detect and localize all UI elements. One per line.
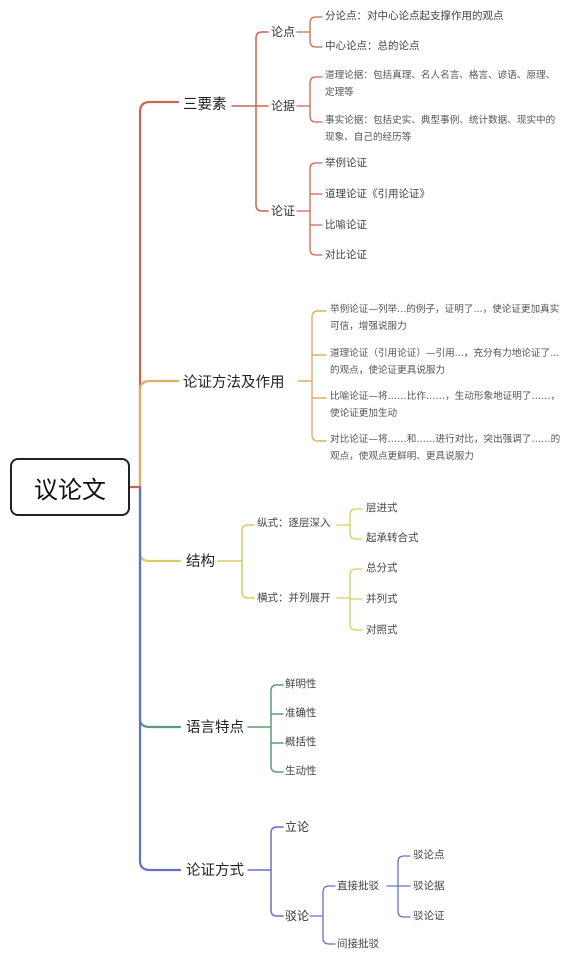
- leaf-sub-argument: 分论点：对中心论点起支撑作用的观点: [325, 10, 504, 22]
- branch-methods: 论证方法及作用: [183, 375, 285, 391]
- leaf-distinct: 鲜明性: [285, 678, 317, 690]
- node-argumentation: 论证: [271, 204, 296, 218]
- leaf-refute-reasoning: 驳论证: [413, 910, 445, 922]
- leaf-method-example: 举例论证—列举...的例子，证明了...，使论证更加真实可信，增强说服力: [330, 304, 560, 332]
- node-vertical-structure: 纵式：逐层深入: [257, 517, 331, 529]
- trunk-to-methods: [138, 379, 180, 489]
- connector-structure: [217, 524, 255, 599]
- leaf-qicheng: 起承转合式: [366, 532, 419, 544]
- root-node: 议论文: [10, 458, 130, 516]
- branch-language: 语言特点: [186, 720, 244, 736]
- connector-three-elements: [231, 31, 269, 212]
- trunk-to-language: [138, 485, 182, 729]
- leaf-method-contrast: 对比论证—将……和……进行对比，突出强调了……的观点，使观点更鲜明、更具说服力: [330, 434, 561, 462]
- leaf-refute-point: 驳论点: [413, 849, 445, 861]
- leaf-reasoning-evidence: 道理论据：包括真理、名人名言、格言、谚语、原理、定理等: [325, 70, 556, 98]
- connector-refute: [309, 885, 336, 945]
- node-direct-refute: 直接批驳: [337, 880, 379, 892]
- leaf-method-reasoning: 道理论证（引用论证）—引用...，充分有力地论证了...的观点，使论证更具说服力: [330, 348, 560, 376]
- leaf-central-argument: 中心论点：总的论点: [325, 40, 420, 52]
- leaf-refute-evidence: 驳论据: [413, 880, 445, 892]
- branch-argument-modes: 论证方式: [186, 863, 244, 879]
- node-horizontal-structure: 横式：并列展开: [257, 592, 331, 604]
- leaf-vivid: 生动性: [285, 765, 317, 777]
- node-establish: 立论: [285, 820, 310, 834]
- node-evidence: 论据: [271, 99, 296, 113]
- connector-argumentation: [296, 162, 323, 256]
- connector-direct: [386, 855, 411, 918]
- trunk-to-three-elements: [128, 100, 180, 489]
- leaf-factual-evidence: 事实论据：包括史实、典型事例、统计数据、现实中的现象、自己的经历等: [325, 115, 556, 143]
- node-refute: 驳论: [285, 909, 310, 923]
- leaf-concise: 概括性: [285, 736, 317, 748]
- branch-structure: 结构: [186, 554, 215, 570]
- connector-evidence: [296, 76, 323, 123]
- trunk-to-modes: [138, 485, 182, 872]
- connector-horizontal: [336, 568, 363, 631]
- connector-argument-point: [296, 16, 323, 48]
- trunk-to-structure: [138, 485, 182, 563]
- leaf-method-metaphor: 比喻论证—将……比作……，生动形象地证明了……，使论证更加生动: [330, 391, 561, 419]
- connector-methods: [297, 310, 327, 442]
- leaf-reasoning-argument: 道理论证《引用论证》: [325, 188, 430, 200]
- connector-modes: [247, 826, 284, 917]
- node-indirect-refute: 间接批驳: [337, 938, 379, 950]
- branch-three-elements: 三要素: [183, 97, 227, 113]
- leaf-progressive: 层进式: [366, 502, 398, 514]
- leaf-parallel: 并列式: [366, 593, 398, 605]
- leaf-example-argument: 举例论证: [325, 157, 367, 169]
- connector-language: [247, 684, 284, 773]
- leaf-contrast-argument: 对比论证: [325, 249, 367, 261]
- leaf-accurate: 准确性: [285, 707, 317, 719]
- leaf-metaphor-argument: 比喻论证: [325, 219, 367, 231]
- connector-vertical: [336, 508, 363, 540]
- node-argument-point: 论点: [271, 25, 296, 39]
- leaf-total-part: 总分式: [366, 562, 398, 574]
- leaf-comparison: 对照式: [366, 624, 398, 636]
